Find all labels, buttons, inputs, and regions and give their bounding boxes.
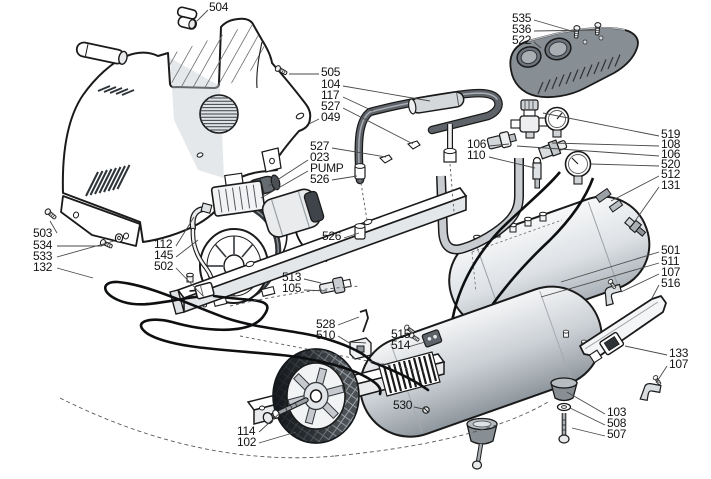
vent-slats-top <box>97 85 135 96</box>
part-screw-503 <box>43 207 58 221</box>
part-hose-connector-2 <box>608 199 624 213</box>
leader-530-39 <box>413 406 424 410</box>
leader-504-0 <box>196 9 209 22</box>
leader-114-40 <box>258 412 281 433</box>
part-switch-133 <box>588 331 625 364</box>
part-wheel-102 <box>272 348 360 444</box>
leader-104-2 <box>342 85 431 102</box>
leader-536-7 <box>533 29 597 32</box>
part-tee-fitting-513 <box>319 276 352 294</box>
part-elbow-107-a <box>604 283 622 307</box>
part-block-514 <box>421 329 443 348</box>
part-shroud-cover <box>61 17 312 243</box>
part-regulator-519 <box>510 99 548 139</box>
part-clip-527-b <box>378 154 393 164</box>
leader-503-25 <box>49 220 58 234</box>
part-belt-cover-522 <box>509 27 639 99</box>
leader-519-15 <box>542 112 660 137</box>
leader-528-35 <box>337 316 360 326</box>
leader-507-46 <box>571 427 606 437</box>
part-ferrule-526-a <box>354 163 366 180</box>
part-power-plug <box>189 281 215 300</box>
leader-105-34 <box>303 289 328 292</box>
leader-107-23 <box>620 273 660 293</box>
leader-108-16 <box>551 142 660 147</box>
part-elbow-107-b <box>639 382 662 402</box>
leader-132-28 <box>56 267 94 279</box>
leader-145-30 <box>175 239 199 258</box>
leader-514-38 <box>407 341 426 348</box>
leader-515-37 <box>407 331 414 337</box>
part-pin-528 <box>359 308 369 333</box>
part-side-panel-516 <box>579 295 667 364</box>
leader-103-44 <box>566 391 606 415</box>
leader-508-45 <box>569 407 606 426</box>
part-foot-103-front <box>466 417 498 470</box>
part-axle-bolt-114 <box>262 397 309 424</box>
part-gauge-512 <box>544 106 570 138</box>
part-handle-tube <box>354 88 503 185</box>
leader-102-41 <box>258 431 297 444</box>
leader-049-5 <box>308 118 320 125</box>
leader-117-3 <box>342 96 374 112</box>
part-foot-103-rear <box>550 377 578 444</box>
leader-pump-11 <box>260 170 309 199</box>
part-knob-504 <box>176 6 198 30</box>
leader-112-29 <box>175 216 195 247</box>
leader-526-32 <box>343 232 360 239</box>
vent-slats-side <box>85 164 131 197</box>
part-manifold-beam <box>169 187 468 315</box>
leader-106-13 <box>488 143 510 147</box>
leader-133-42 <box>624 345 668 356</box>
part-gauge-520 <box>564 150 592 185</box>
leader-106-17 <box>516 145 660 157</box>
pump-motor <box>261 188 325 238</box>
part-screw-530 <box>422 406 430 414</box>
leader-502-31 <box>175 267 204 297</box>
leader-522-8 <box>533 41 542 49</box>
fan-vent-grille <box>199 94 239 134</box>
leader-511-22 <box>540 262 660 298</box>
leader-520-18 <box>590 163 660 167</box>
leader-527-4 <box>342 107 414 145</box>
part-coupler-106 <box>486 131 517 150</box>
leader-527-9 <box>331 147 387 158</box>
part-drain-valve-131 <box>624 216 647 237</box>
leader-510-36 <box>337 335 352 345</box>
leader-023-10 <box>267 159 309 187</box>
part-bolt-507 <box>558 413 570 444</box>
pump-head <box>210 172 266 217</box>
leader-lines <box>49 9 668 444</box>
leader-513-33 <box>303 278 322 284</box>
part-safety-valve-110 <box>532 156 542 189</box>
leader-526-12 <box>331 175 358 181</box>
part-isolator-510 <box>349 337 372 360</box>
cover-ribs <box>537 54 621 95</box>
part-grommet-533 <box>114 233 124 243</box>
leader-131-20 <box>634 186 660 222</box>
part-power-cord-132 <box>103 280 430 396</box>
part-ferrule-526-b <box>354 223 366 240</box>
leader-107-43 <box>655 365 668 384</box>
construction-lines <box>59 163 549 459</box>
leader-516-24 <box>651 284 660 299</box>
leader-501-21 <box>560 251 660 283</box>
leader-512-19 <box>610 175 660 202</box>
part-handle-grip <box>75 41 128 65</box>
leader-533-27 <box>56 240 115 258</box>
part-handle-tube-grip <box>407 91 465 115</box>
leader-110-14 <box>488 156 536 169</box>
part-hose-connector <box>594 187 612 203</box>
part-loop-handle-fill <box>437 158 523 253</box>
